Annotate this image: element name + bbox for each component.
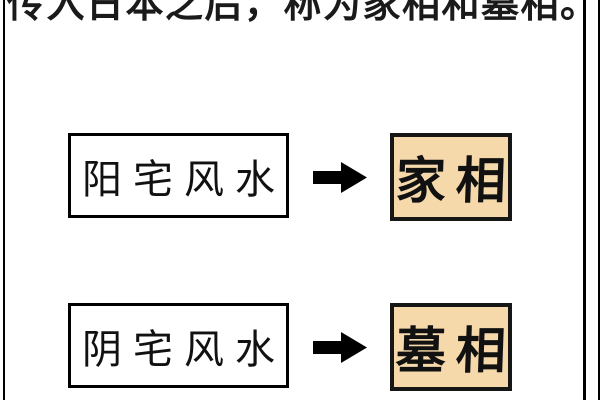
- frame-line-left: [3, 0, 5, 400]
- target-label: 墓相: [394, 323, 517, 379]
- title-text: 传入日本之后，称为家相和墓相。: [7, 0, 593, 26]
- frame-line-right: [583, 0, 586, 400]
- flow-row-yinzhai: 阴宅风水 墓相: [0, 303, 600, 395]
- target-box: 家相: [390, 133, 517, 221]
- target-box: 墓相: [390, 303, 517, 391]
- frame-line-right-edge: [598, 0, 600, 400]
- flow-row-yangzhai: 阳宅风水 家相: [0, 133, 600, 225]
- target-label: 家相: [394, 153, 517, 209]
- source-box: 阳宅风水: [68, 133, 289, 218]
- source-label: 阴宅风水: [82, 326, 286, 372]
- arrow-right-icon: [313, 162, 367, 193]
- source-label: 阳宅风水: [82, 156, 286, 202]
- arrow-right-icon: [313, 332, 367, 363]
- source-box: 阴宅风水: [68, 303, 289, 388]
